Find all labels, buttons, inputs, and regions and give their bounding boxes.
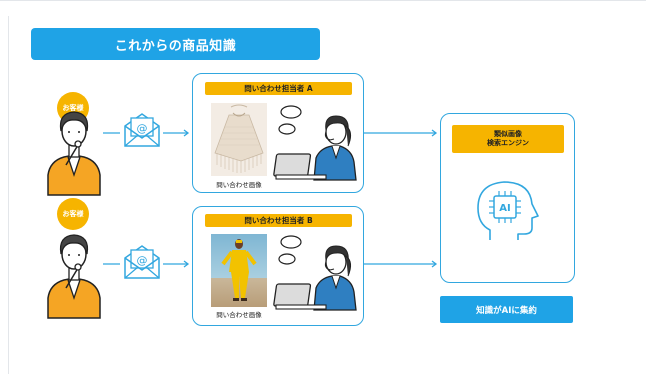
engine-label-line2: 検索エンジン — [487, 139, 529, 147]
svg-text:@: @ — [137, 254, 148, 267]
engine-label: 類似画像 検索エンジン — [452, 125, 564, 153]
customer-badge-b: お客様 — [57, 198, 89, 230]
image-caption-a: 問い合わせ画像 — [216, 181, 262, 189]
customer-person-icon — [47, 111, 101, 196]
svg-text:@: @ — [137, 122, 148, 135]
result-label: 知識がAIに集約 — [440, 296, 573, 323]
image-caption-b: 問い合わせ画像 — [216, 311, 262, 319]
operator-headset-icon — [273, 105, 357, 181]
engine-label-line1: 類似画像 — [494, 129, 522, 138]
ai-head-icon: AI — [477, 181, 539, 240]
mail-at-icon: @ — [124, 113, 160, 147]
mail-at-icon: @ — [124, 245, 160, 279]
product-image-poncho — [211, 103, 267, 176]
customer-person-icon — [47, 234, 101, 319]
page-title: これからの商品知識 — [31, 28, 320, 60]
svg-text:AI: AI — [499, 203, 510, 214]
product-image-yellow-outfit — [211, 234, 267, 307]
operator-label-a: 問い合わせ担当者 A — [205, 82, 352, 95]
operator-label-b: 問い合わせ担当者 B — [205, 214, 352, 227]
operator-headset-icon — [273, 235, 357, 311]
frame-line-left — [8, 16, 9, 374]
frame-line-top — [0, 0, 646, 1]
